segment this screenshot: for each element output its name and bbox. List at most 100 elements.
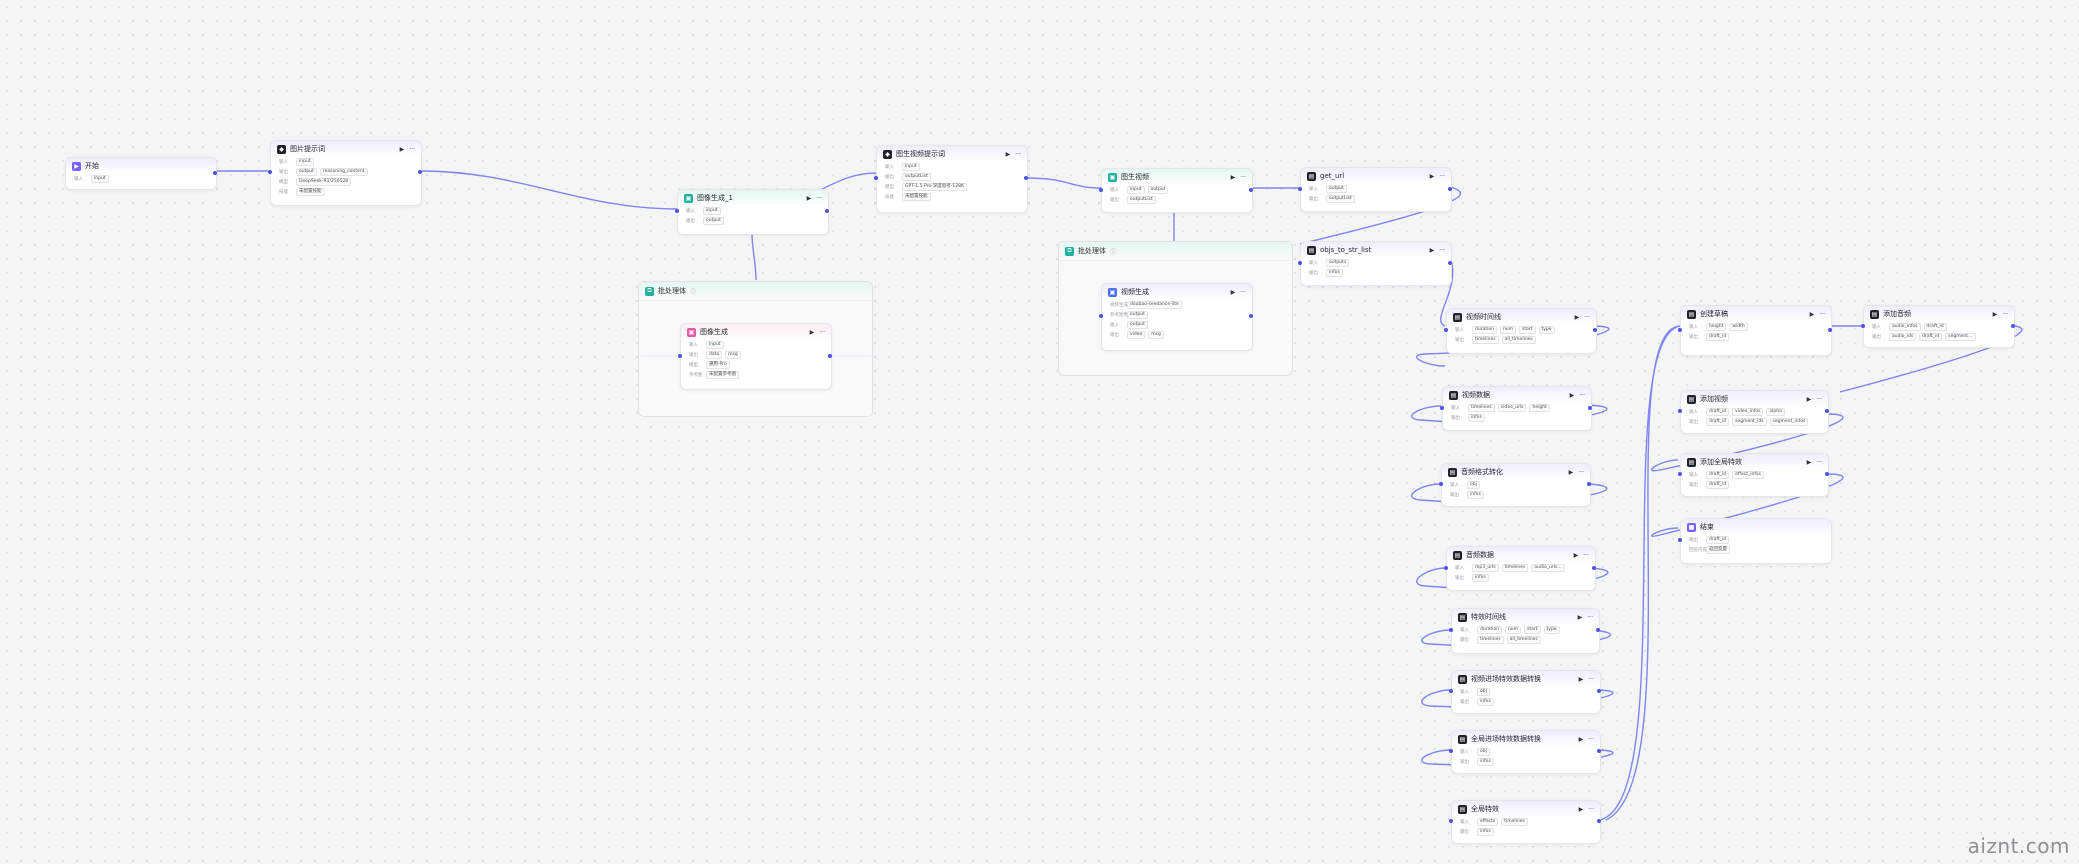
info-icon[interactable]: ⓘ — [1110, 248, 1117, 256]
output-port[interactable] — [1825, 409, 1829, 413]
more-icon[interactable]: ··· — [1588, 675, 1594, 683]
more-icon[interactable]: ··· — [1579, 391, 1585, 399]
output-port[interactable] — [1596, 628, 1600, 632]
play-icon[interactable]: ▶ — [809, 328, 815, 336]
input-port[interactable] — [1449, 749, 1453, 753]
play-icon[interactable]: ▶ — [1573, 551, 1579, 559]
more-icon[interactable]: ··· — [1578, 468, 1584, 476]
more-icon[interactable]: ··· — [1587, 613, 1593, 621]
info-icon[interactable]: ⓘ — [690, 288, 697, 296]
output-port[interactable] — [1597, 689, 1601, 693]
input-port[interactable] — [1678, 538, 1682, 542]
input-port[interactable] — [1861, 323, 1865, 328]
output-port[interactable] — [1249, 314, 1253, 318]
more-icon[interactable]: ··· — [1816, 395, 1822, 403]
input-port[interactable] — [1444, 328, 1448, 332]
input-port[interactable] — [1449, 819, 1453, 823]
more-icon[interactable]: ··· — [2002, 310, 2008, 318]
output-port[interactable] — [1597, 819, 1601, 823]
more-icon[interactable]: ··· — [1584, 313, 1590, 321]
input-port[interactable] — [1440, 405, 1444, 410]
output-port[interactable] — [2011, 323, 2015, 328]
input-port[interactable] — [1298, 260, 1302, 265]
output-port[interactable] — [1593, 328, 1597, 332]
input-port[interactable] — [1444, 565, 1448, 570]
more-icon[interactable]: ··· — [1439, 246, 1445, 254]
input-port[interactable] — [1678, 409, 1682, 413]
input-port[interactable] — [1449, 689, 1453, 693]
more-icon[interactable]: ··· — [1583, 551, 1589, 559]
play-icon[interactable]: ▶ — [1429, 246, 1435, 254]
more-icon[interactable]: ··· — [1439, 172, 1445, 180]
play-icon[interactable]: ▶ — [1809, 310, 1815, 318]
play-icon[interactable]: ▶ — [1230, 173, 1236, 181]
output-port[interactable] — [1249, 187, 1253, 192]
more-icon[interactable]: ··· — [409, 145, 415, 153]
input-port[interactable] — [1099, 314, 1103, 318]
output-port[interactable] — [825, 209, 829, 213]
input-port[interactable] — [1449, 628, 1453, 632]
output-port[interactable] — [1448, 260, 1452, 265]
more-icon[interactable]: ··· — [1588, 805, 1594, 813]
play-icon[interactable]: ▶ — [1230, 288, 1236, 296]
more-icon[interactable]: ··· — [819, 328, 825, 336]
input-port[interactable] — [874, 176, 878, 180]
more-icon[interactable]: ··· — [1819, 310, 1825, 318]
output-port[interactable] — [1825, 472, 1829, 476]
output-port[interactable] — [213, 170, 217, 175]
play-icon[interactable]: ▶ — [399, 145, 405, 153]
output-port[interactable] — [1828, 327, 1832, 332]
input-port[interactable] — [678, 353, 682, 358]
input-port[interactable] — [675, 209, 679, 213]
output-port[interactable] — [1448, 186, 1452, 191]
play-icon[interactable]: ▶ — [1806, 458, 1812, 466]
play-icon[interactable]: ▶ — [1578, 805, 1584, 813]
input-port[interactable] — [1439, 482, 1443, 486]
play-icon[interactable]: ▶ — [1569, 391, 1575, 399]
play-icon[interactable]: ▶ — [1578, 675, 1584, 683]
play-icon[interactable]: ▶ — [806, 194, 812, 202]
input-port[interactable] — [1099, 187, 1103, 192]
play-icon[interactable]: ▶ — [1806, 395, 1812, 403]
play-icon[interactable]: ▶ — [1005, 150, 1011, 158]
more-icon[interactable]: ··· — [816, 194, 822, 202]
output-port[interactable] — [1588, 405, 1592, 410]
output-port[interactable] — [828, 353, 832, 358]
play-icon[interactable]: ▶ — [1992, 310, 1998, 318]
more-icon[interactable]: ··· — [1240, 288, 1246, 296]
input-port[interactable] — [1298, 186, 1302, 191]
more-icon[interactable]: ··· — [1588, 735, 1594, 743]
output-port[interactable] — [1592, 565, 1596, 570]
input-port[interactable] — [1678, 327, 1682, 332]
play-icon[interactable]: ▶ — [1577, 613, 1583, 621]
input-port[interactable] — [268, 170, 272, 174]
play-icon[interactable]: ▶ — [1578, 735, 1584, 743]
play-icon[interactable]: ▶ — [1429, 172, 1435, 180]
play-icon[interactable]: ▶ — [1574, 313, 1580, 321]
more-icon[interactable]: ··· — [1816, 458, 1822, 466]
play-icon[interactable]: ▶ — [1568, 468, 1574, 476]
more-icon[interactable]: ··· — [1015, 150, 1021, 158]
output-port[interactable] — [1024, 176, 1028, 180]
